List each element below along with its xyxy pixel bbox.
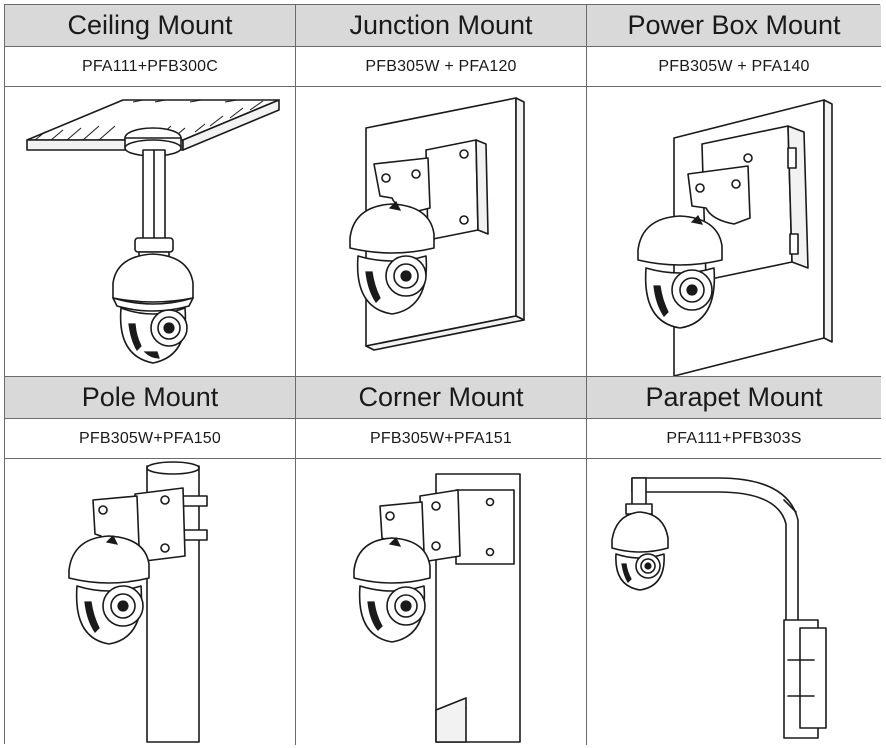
mount-title-corner: Corner Mount <box>296 377 587 419</box>
mount-model-power-box: PFB305W + PFA140 <box>587 47 881 87</box>
corner-mount-illustration <box>296 459 587 745</box>
ceiling-mount-illustration <box>5 87 296 377</box>
mount-model-corner: PFB305W+PFA151 <box>296 419 587 459</box>
mount-title-ceiling: Ceiling Mount <box>5 5 296 47</box>
junction-mount-illustration <box>296 87 587 377</box>
mount-title-power-box: Power Box Mount <box>587 5 881 47</box>
mount-title-pole: Pole Mount <box>5 377 296 419</box>
mount-title-parapet: Parapet Mount <box>587 377 881 419</box>
mount-model-parapet: PFA111+PFB303S <box>587 419 881 459</box>
mount-model-pole: PFB305W+PFA150 <box>5 419 296 459</box>
mount-model-junction: PFB305W + PFA120 <box>296 47 587 87</box>
parapet-mount-illustration <box>587 459 881 745</box>
mount-options-table: Ceiling Mount Junction Mount Power Box M… <box>4 4 881 745</box>
mount-model-ceiling: PFA111+PFB300C <box>5 47 296 87</box>
mount-title-junction: Junction Mount <box>296 5 587 47</box>
pole-mount-illustration <box>5 459 296 745</box>
power-box-mount-illustration <box>587 87 881 377</box>
